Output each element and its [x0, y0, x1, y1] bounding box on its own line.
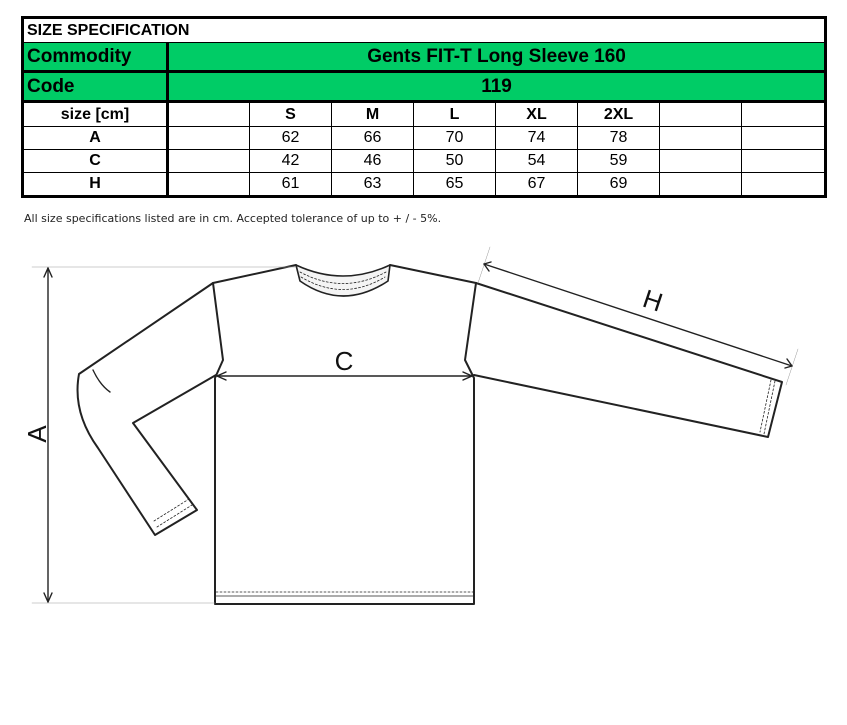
empty-cell: [740, 172, 827, 197]
collar-outline: [295, 264, 391, 297]
empty-cell: [740, 126, 827, 150]
measurement-cell: 54: [495, 149, 578, 173]
dimension-c-label: C: [335, 346, 354, 376]
measurement-cell: 65: [413, 172, 496, 197]
size-header-cell: S: [249, 100, 332, 127]
table-row: H 61 63 65 67 69: [22, 172, 827, 197]
right-sleeve-outline: [473, 282, 783, 438]
table-row: A 62 66 70 74 78: [22, 126, 827, 150]
dimension-h-arrow-start: [483, 261, 492, 272]
measurement-cell: 70: [413, 126, 496, 150]
shirt-body-outline: [212, 264, 477, 605]
empty-cell: [659, 149, 742, 173]
title-row: SIZE SPECIFICATION: [21, 17, 827, 43]
dimension-h-tick: [785, 348, 799, 386]
empty-cell: [167, 100, 250, 127]
dimension-h-label: H: [639, 283, 666, 317]
measurement-cell: 62: [249, 126, 332, 150]
code-label: Code: [22, 70, 169, 102]
measurement-cell: 50: [413, 149, 496, 173]
measurement-cell: 61: [249, 172, 332, 197]
left-sleeve-outline: [76, 282, 217, 536]
measurement-cell: 67: [495, 172, 578, 197]
dimension-a-arrow-down: [43, 592, 53, 603]
code-row: Code 119: [22, 70, 826, 102]
dimension-label: A: [22, 126, 169, 150]
code-value: 119: [166, 70, 826, 102]
empty-cell: [659, 100, 742, 127]
collar-stitch: [300, 276, 386, 290]
empty-cell: [740, 100, 827, 127]
left-sleeve-crease: [92, 369, 111, 393]
measurement-cell: 66: [331, 126, 414, 150]
measurement-cell: 63: [331, 172, 414, 197]
dimension-c-arrow-left: [216, 371, 227, 381]
empty-cell: [659, 172, 742, 197]
tolerance-note: All size specifications listed are in cm…: [24, 212, 442, 225]
commodity-value: Gents FIT-T Long Sleeve 160: [166, 42, 826, 72]
size-header-row: size [cm] S M L XL 2XL: [22, 100, 827, 127]
dimension-a-arrow-up: [43, 267, 53, 278]
left-cuff-stitch: [156, 504, 193, 528]
garment-diagram: A C H: [22, 246, 799, 605]
dimension-c-arrow-right: [462, 371, 473, 381]
measurement-cell: 78: [577, 126, 660, 150]
size-header-cell: L: [413, 100, 496, 127]
commodity-label: Commodity: [22, 42, 169, 72]
empty-cell: [659, 126, 742, 150]
left-cuff-stitch: [153, 498, 190, 522]
size-header-cell: M: [331, 100, 414, 127]
empty-cell: [167, 172, 250, 197]
right-cuff-stitch: [759, 379, 772, 433]
dimension-label: H: [22, 172, 169, 197]
measurement-cell: 69: [577, 172, 660, 197]
size-header-label: size [cm]: [22, 100, 169, 127]
dimension-h-line: [483, 263, 793, 367]
collar-stitch: [299, 271, 387, 284]
dimension-a-label: A: [22, 425, 52, 443]
size-header-cell: XL: [495, 100, 578, 127]
measurement-cell: 42: [249, 149, 332, 173]
measurement-cell: 46: [331, 149, 414, 173]
empty-cell: [167, 149, 250, 173]
dimension-label: C: [22, 149, 169, 173]
empty-cell: [740, 149, 827, 173]
dimension-h-arrow-end: [784, 358, 793, 369]
right-cuff-stitch: [763, 380, 776, 435]
commodity-row: Commodity Gents FIT-T Long Sleeve 160: [22, 42, 826, 72]
measurement-cell: 74: [495, 126, 578, 150]
table-title: SIZE SPECIFICATION: [21, 17, 827, 43]
size-header-cell: 2XL: [577, 100, 660, 127]
empty-cell: [167, 126, 250, 150]
table-row: C 42 46 50 54 59: [22, 149, 827, 173]
size-specification-table: SIZE SPECIFICATION Commodity Gents FIT-T…: [21, 16, 828, 198]
measurement-cell: 59: [577, 149, 660, 173]
